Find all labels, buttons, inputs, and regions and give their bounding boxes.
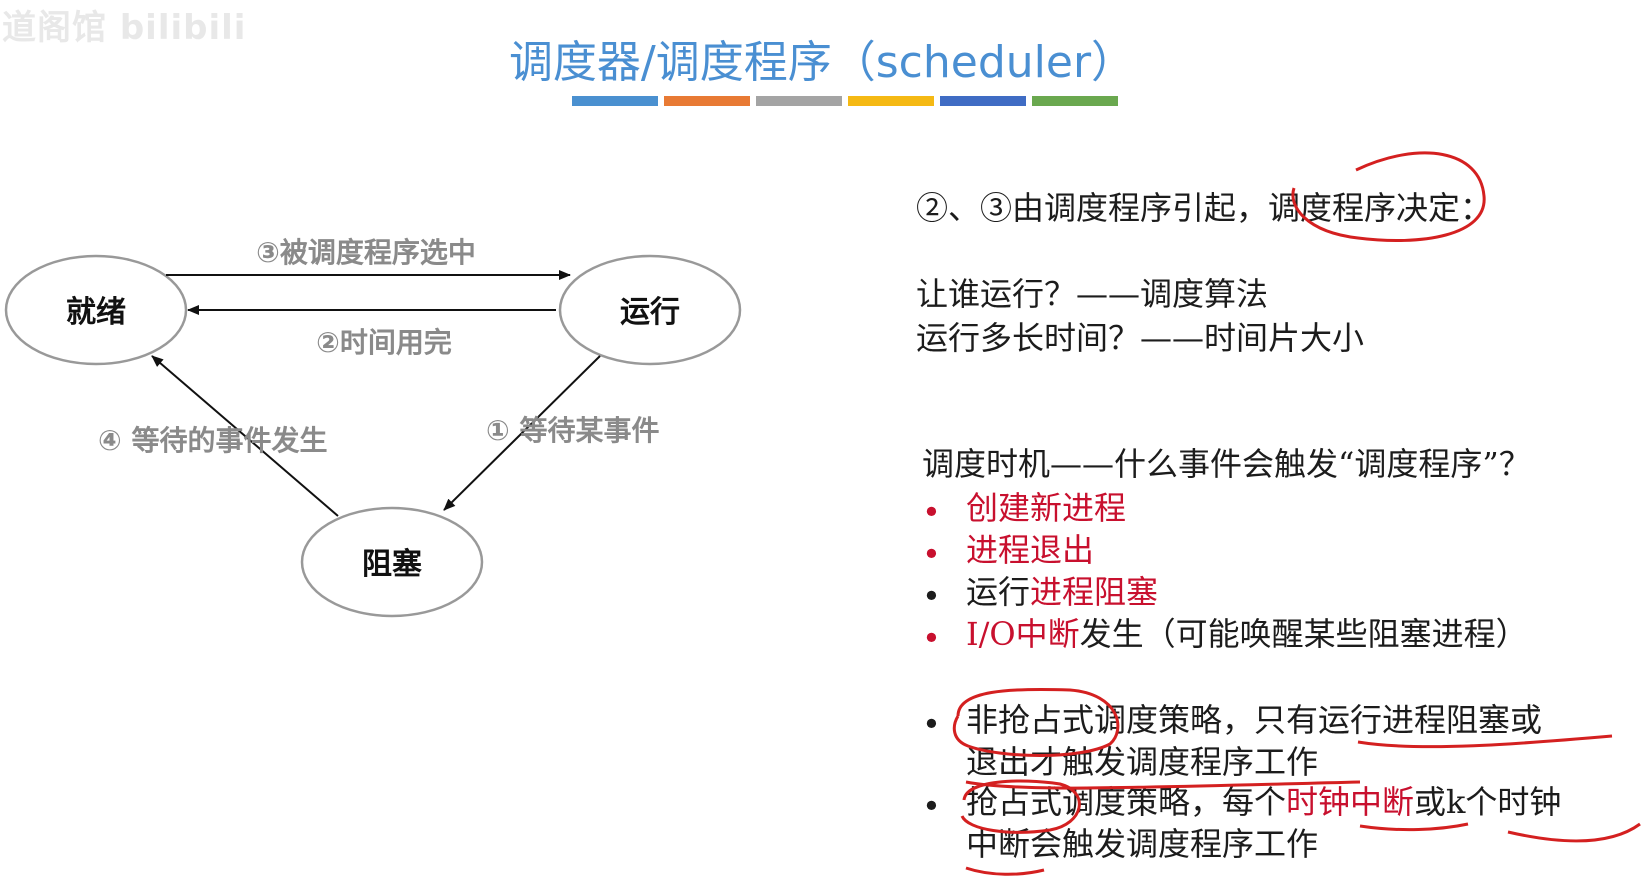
title-bar-1 [572,96,658,106]
event-item-3-part-1: 运行 [966,573,1031,611]
policy-nonpreemptive-line-2: 退出才触发调度程序工作 [966,743,1319,781]
policy-preemptive-line-1: 抢占式调度策略，每个时钟中断或k个时钟 [966,786,1561,818]
policy-preemptive-text-b: 时钟中断 [1286,783,1415,821]
timing-heading: 调度时机——什么事件会触发“调度程序”？ [922,445,1531,483]
edge-label-event-occurs: ④ 等待的事件发生 [98,424,327,457]
node-blocked-ellipse [300,506,484,618]
question-who-runs: 让谁运行？——调度算法 [916,275,1269,313]
event-item-4-part-1: I/O中断 [966,615,1080,653]
event-item-2-text: 进程退出 [966,531,1095,569]
policy-preemptive-line-2: 中断会触发调度程序工作 [966,825,1319,863]
annotation-underline-k-clock [1507,822,1641,843]
node-ready-label: 就绪 [66,295,126,330]
title-bar-2 [664,96,750,106]
edge-label-timeout: ②时间用完 [316,326,452,359]
edge-blocked-to-ready [151,355,339,517]
title-bar-3 [756,96,842,106]
annotation-underline-clock-interrupt [1359,822,1469,832]
node-ready-ellipse [4,254,188,366]
annotation-underline-interrupt [965,866,1045,876]
cause-line: ②、③由调度程序引起，调度程序决定： [916,189,1493,227]
event-item-2: 进程退出 [966,534,1094,566]
event-bullet-4: • [922,619,941,657]
event-item-3-part-2: 进程阻塞 [1030,573,1159,611]
edge-running-to-blocked [443,355,601,511]
event-item-4: I/O中断发生（可能唤醒某些阻塞进程） [966,618,1528,650]
edge-label-selected: ③被调度程序选中 [256,236,476,269]
node-blocked-label: 阻塞 [362,547,422,582]
question-how-long: 运行多长时间？——时间片大小 [916,319,1365,357]
event-bullet-2: • [922,535,941,573]
title-bar-5 [940,96,1026,106]
event-bullet-3: • [922,577,941,615]
policy-preemptive-text-c: 或k个时钟 [1414,783,1562,821]
node-ready: 就绪 [4,254,188,366]
title-bar-6 [1032,96,1118,106]
edge-label-wait-event: ① 等待某事件 [486,414,659,447]
event-item-4-part-2: 发生（可能唤醒某些阻塞进程） [1079,615,1528,653]
policy-bullet-1: • [922,705,941,743]
event-item-1-text: 创建新进程 [966,489,1127,527]
event-item-1: 创建新进程 [966,492,1126,524]
policy-bullet-2: • [922,787,941,825]
node-running-ellipse [558,254,742,366]
node-running-label: 运行 [620,295,680,330]
node-blocked: 阻塞 [300,506,484,618]
title-bar-4 [848,96,934,106]
event-item-3: 运行进程阻塞 [966,576,1158,608]
policy-preemptive-text-a: 抢占式调度策略，每个 [966,783,1287,821]
node-running: 运行 [558,254,742,366]
policy-nonpreemptive-line-1: 非抢占式调度策略，只有运行进程阻塞或 [966,701,1543,739]
process-state-diagram: 就绪 运行 阻塞 ③被调度程序选中 ②时间用完 ① 等待某事件 ④ 等待的事件发… [4,236,742,618]
event-bullet-1: • [922,493,941,531]
watermark-logo: 道阁馆 bilibili [2,8,247,48]
page-title: 调度器/调度程序（scheduler） [508,37,1136,88]
